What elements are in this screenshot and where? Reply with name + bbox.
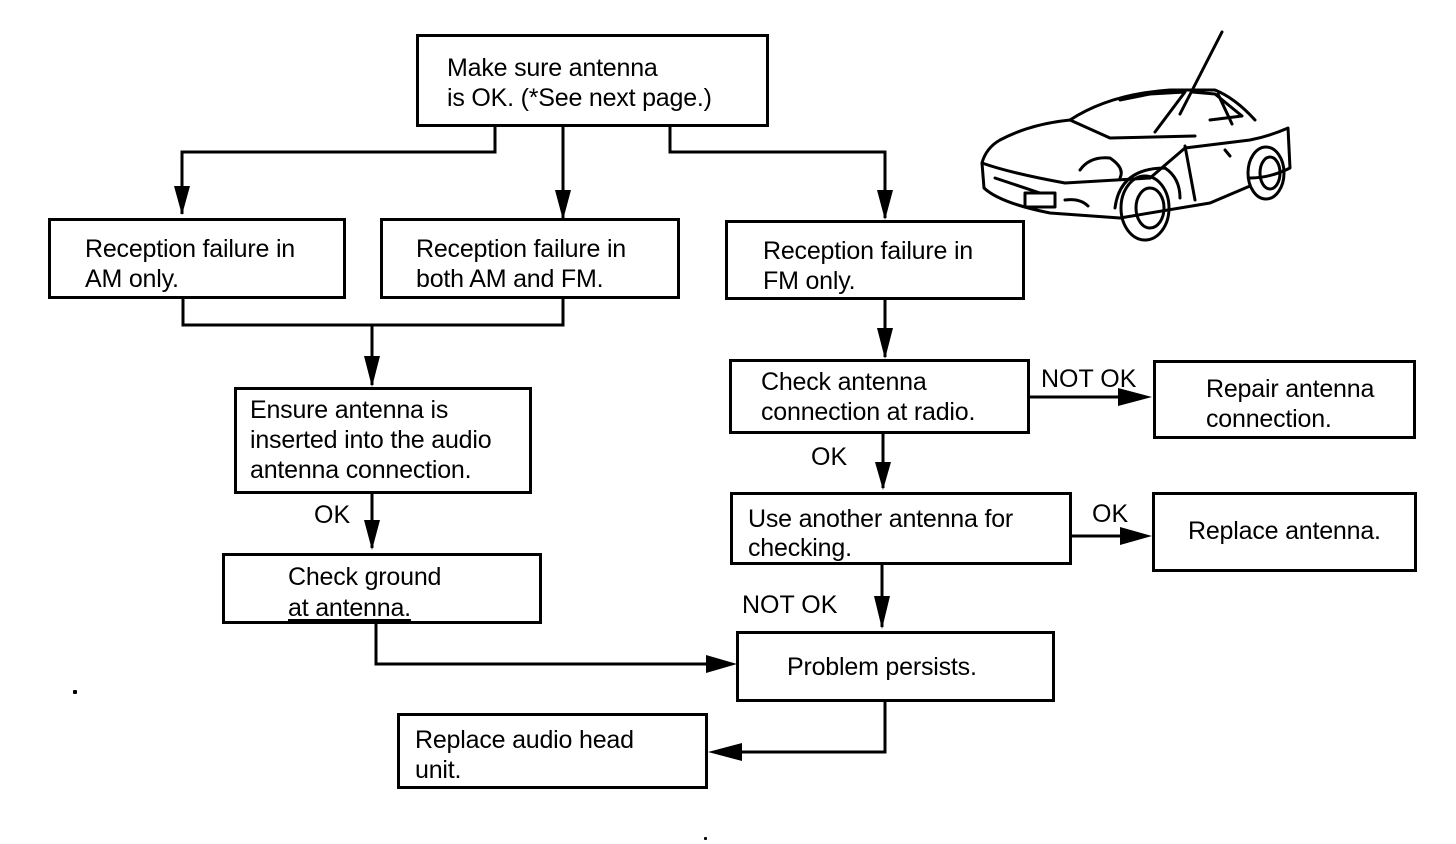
arrowhead <box>174 186 190 215</box>
node-text-line: Make sure antenna <box>447 54 658 82</box>
node-text-line: Replace antenna. <box>1188 517 1381 545</box>
arrowhead <box>877 328 893 359</box>
node-reception-failure-am-only: Reception failure in AM only. <box>48 218 346 299</box>
node-replace-antenna: Replace antenna. <box>1152 492 1417 572</box>
node-check-ground-at-antenna: Check ground at antenna. <box>222 553 542 624</box>
edge-ground-to-problem <box>374 622 730 666</box>
node-text-line: connection. <box>1206 405 1332 433</box>
edge-start-to-am-only <box>180 126 497 214</box>
arrowhead <box>1118 388 1152 406</box>
node-text-line: Ensure antenna is <box>250 396 449 424</box>
node-text-line: Problem persists. <box>787 653 977 681</box>
edge-problem-to-head <box>714 702 887 754</box>
arrowhead <box>874 596 890 629</box>
node-text-line: connection at radio. <box>761 398 976 426</box>
arrowhead <box>364 356 380 387</box>
node-text-line: Reception failure in <box>416 235 627 263</box>
node-text-line: Replace audio head <box>415 726 634 754</box>
node-ensure-antenna-inserted: Ensure antenna is inserted into the audi… <box>234 387 532 494</box>
edge-label-ok: OK <box>1092 500 1129 528</box>
node-use-another-antenna: Use another antenna for checking. <box>730 492 1072 565</box>
arrowhead <box>708 743 742 761</box>
arrowhead <box>555 190 571 220</box>
scan-speck <box>73 690 77 694</box>
node-problem-persists: Problem persists. <box>736 631 1055 702</box>
node-text-line: Check ground <box>288 563 442 591</box>
node-text-line: checking. <box>748 534 852 562</box>
arrowhead <box>706 655 737 673</box>
node-text-line: FM only. <box>763 267 856 295</box>
node-repair-antenna-connection: Repair antenna connection. <box>1153 360 1416 439</box>
node-text-line: AM only. <box>85 265 179 293</box>
node-reception-failure-am-fm: Reception failure in both AM and FM. <box>380 218 680 299</box>
node-check-antenna-connection-radio: Check antenna connection at radio. <box>729 359 1030 434</box>
car-with-antenna-icon <box>980 30 1292 242</box>
arrowhead <box>1120 527 1152 545</box>
arrowhead <box>877 190 893 220</box>
node-text-line: inserted into the audio <box>250 426 492 454</box>
antenna-icon <box>1178 30 1224 116</box>
node-text-line: is OK. (*See next page.) <box>447 84 712 112</box>
node-text-line: Check antenna <box>761 368 927 396</box>
node-text-line: Reception failure in <box>85 235 296 263</box>
scan-speck <box>704 837 707 840</box>
edge-label-not-ok: NOT OK <box>742 591 838 619</box>
node-text-line: Use another antenna for <box>748 505 1014 533</box>
node-replace-audio-head-unit: Replace audio head unit. <box>397 713 708 789</box>
node-text-line: both AM and FM. <box>416 265 604 293</box>
node-text-line: at antenna. <box>288 594 411 622</box>
arrowhead <box>364 520 380 550</box>
edge-label-not-ok: NOT OK <box>1041 365 1137 393</box>
node-text-line: Repair antenna <box>1206 375 1375 403</box>
node-text-line: Reception failure in <box>763 237 974 265</box>
edge-start-to-fm-only <box>668 126 887 218</box>
node-text-line: unit. <box>415 756 462 784</box>
node-reception-failure-fm-only: Reception failure in FM only. <box>725 220 1025 300</box>
edge-label-ok: OK <box>314 501 351 529</box>
edge-label-ok: OK <box>811 443 848 471</box>
arrowhead <box>875 462 891 490</box>
edge-am-branches-merge <box>181 298 565 327</box>
node-make-sure-antenna-ok: Make sure antenna is OK. (*See next page… <box>416 34 769 127</box>
node-text-line: antenna connection. <box>250 456 472 484</box>
